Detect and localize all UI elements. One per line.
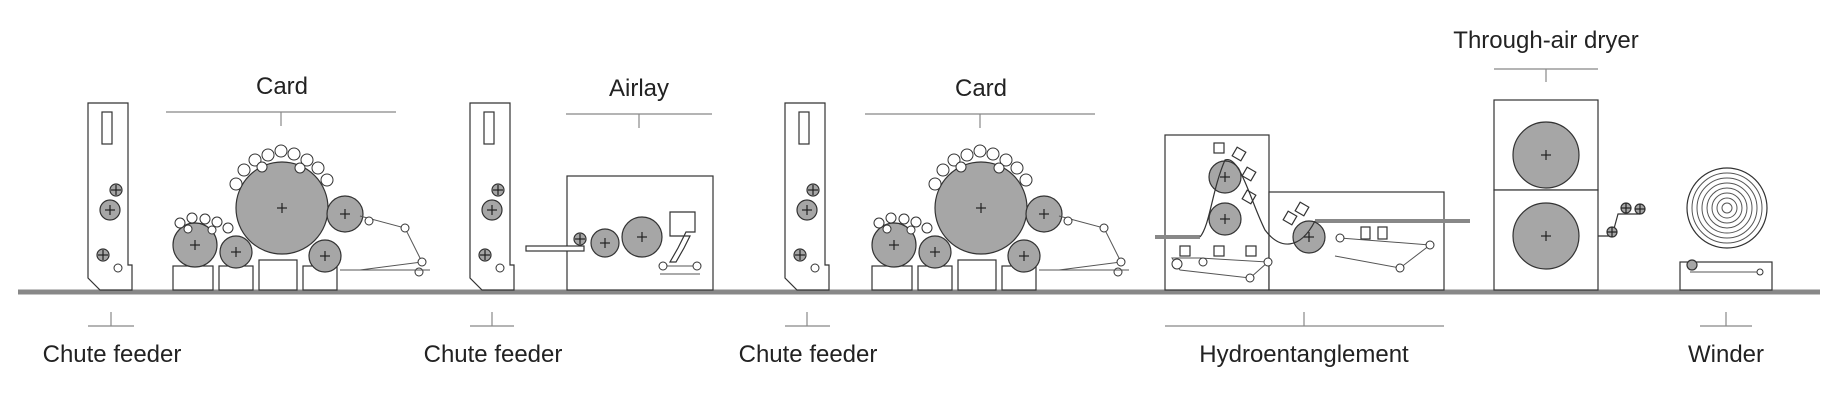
chute-feeder-2 <box>469 102 515 291</box>
label-card-2: Card <box>955 75 1007 102</box>
winder-unit <box>1598 167 1773 291</box>
chute-feeder-3 <box>784 102 830 291</box>
hydroentanglement-unit <box>1155 134 1470 291</box>
label-airlay: Airlay <box>609 75 669 102</box>
chute-feeder-1 <box>87 102 133 291</box>
label-chute-feeder-1: Chute feeder <box>43 341 182 368</box>
label-brackets <box>88 68 1752 327</box>
through-air-dryer-unit <box>1493 99 1599 291</box>
label-card-1: Card <box>256 73 308 100</box>
label-chute-feeder-3: Chute feeder <box>739 341 878 368</box>
label-through-air-dryer: Through-air dryer <box>1453 27 1638 54</box>
label-chute-feeder-2: Chute feeder <box>424 341 563 368</box>
airlay-unit <box>525 175 714 291</box>
label-hydroentanglement: Hydroentanglement <box>1199 341 1409 368</box>
card-1 <box>172 144 430 291</box>
label-winder: Winder <box>1688 341 1764 368</box>
card-2 <box>871 144 1129 291</box>
